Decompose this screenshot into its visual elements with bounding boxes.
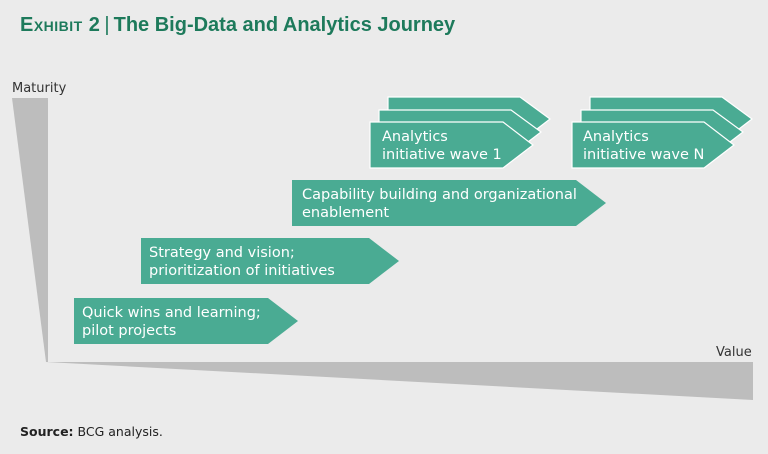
maturity-axis-label: Maturity — [12, 81, 67, 96]
page-title: The Big-Data and Analytics Journey — [113, 14, 456, 36]
exhibit-title: Exhibit 2|The Big-Data and Analytics Jou… — [20, 14, 455, 37]
stage-arrow-strategy: Strategy and vision;prioritization of in… — [141, 238, 399, 284]
source-text: BCG analysis. — [77, 424, 163, 439]
svg-text:Capability building and organi: Capability building and organizationalen… — [302, 187, 577, 221]
exhibit-number: Exhibit 2 — [20, 14, 101, 36]
stage-arrow-quick-wins: Quick wins and learning;pilot projects — [74, 298, 298, 344]
value-axis-wedge — [46, 362, 753, 400]
source-label: Source: — [20, 424, 74, 439]
svg-text:Strategy and vision;prioritiza: Strategy and vision;prioritization of in… — [149, 245, 335, 279]
title-separator: | — [104, 14, 110, 36]
source-note: Source: BCG analysis. — [20, 424, 163, 439]
value-axis-label: Value — [716, 345, 752, 360]
maturity-axis-wedge — [12, 98, 48, 362]
svg-text:Quick wins and learning;pilot: Quick wins and learning;pilot projects — [82, 305, 261, 339]
